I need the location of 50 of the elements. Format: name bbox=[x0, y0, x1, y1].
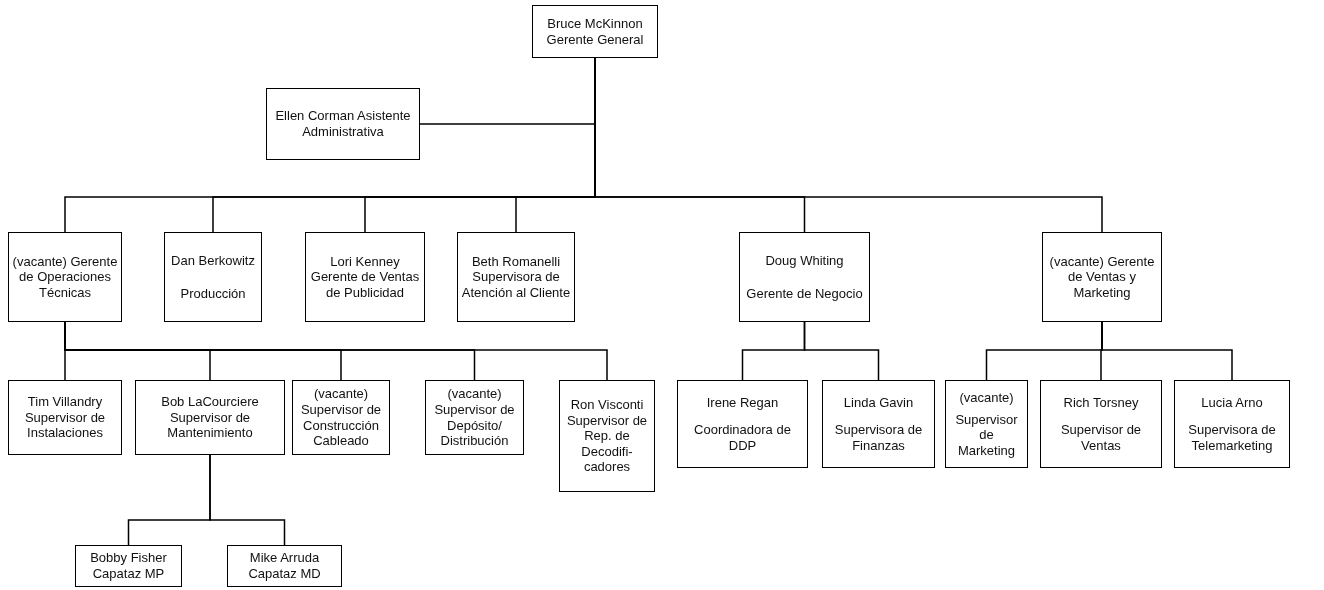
org-box bbox=[1040, 380, 1162, 468]
box-text: Mike Arruda Capataz MD bbox=[247, 550, 322, 582]
box-text: Lori Kenney Gerente de Ventas de Publicidad bbox=[309, 253, 421, 301]
box-text: Supervisor de Marketing bbox=[954, 411, 1019, 459]
box-text: (vacante) Gerente de Ventas y Marketing bbox=[1048, 253, 1156, 301]
box-text: Doug Whiting bbox=[765, 252, 844, 269]
org-box bbox=[164, 232, 262, 322]
box-text: Bob LaCourciere Supervisor de Mantenimiento bbox=[160, 394, 260, 441]
org-box bbox=[425, 380, 524, 455]
box-text: Gerente de Negocio bbox=[746, 285, 863, 302]
box-text: Rich Torsney bbox=[1063, 394, 1139, 411]
box-text: Supervisor de Ventas bbox=[1059, 422, 1143, 454]
box-text: Linda Gavin bbox=[843, 394, 914, 411]
box-text: Tim Villandry Supervisor de Instalaciones bbox=[23, 394, 107, 441]
box-text: Bruce McKinnon Gerente General bbox=[545, 15, 645, 48]
org-box bbox=[677, 380, 808, 468]
org-box bbox=[75, 545, 182, 587]
org-box bbox=[305, 232, 425, 322]
box-text: (vacante) Supervisor de Construcción Cableado bbox=[299, 386, 383, 449]
box-text: Ellen Corman Asistente Administrativa bbox=[274, 108, 412, 140]
box-text: (vacante) bbox=[959, 389, 1014, 406]
org-box bbox=[1174, 380, 1290, 468]
org-box bbox=[945, 380, 1028, 468]
box-text: Ron Visconti Supervisor de Rep. de Decodifi- cadores bbox=[565, 397, 649, 475]
box-text: (vacante) Gerente de Operaciones Técnicas bbox=[12, 253, 118, 301]
box-text: Irene Regan bbox=[706, 394, 779, 411]
org-box bbox=[532, 5, 658, 58]
box-text: Supervisora de Telemarketing bbox=[1187, 422, 1277, 454]
connector-line bbox=[209, 454, 286, 546]
org-box bbox=[457, 232, 575, 322]
org-box bbox=[559, 380, 655, 492]
connector-line bbox=[1101, 321, 1233, 381]
org-box bbox=[292, 380, 390, 455]
box-text: Lucia Arno bbox=[1201, 394, 1263, 411]
connector-line bbox=[803, 321, 880, 381]
org-box bbox=[8, 232, 122, 322]
org-box bbox=[8, 380, 122, 455]
box-text: Beth Romanelli Supervisora de Atención al Cliente bbox=[461, 253, 571, 301]
box-text: Bobby Fisher Capataz MP bbox=[89, 550, 168, 582]
org-box bbox=[135, 380, 285, 455]
org-box bbox=[266, 88, 420, 160]
box-text: Supervisora de Finanzas bbox=[833, 422, 924, 454]
org-box bbox=[739, 232, 870, 322]
org-box bbox=[227, 545, 342, 587]
org-box bbox=[822, 380, 935, 468]
box-text: Dan Berkowitz bbox=[171, 252, 255, 269]
org-box bbox=[1042, 232, 1162, 322]
box-text: (vacante) Supervisor de Depósito/ Distribución bbox=[433, 386, 516, 449]
box-text: Coordinadora de DDP bbox=[693, 422, 792, 454]
box-text: Producción bbox=[180, 285, 246, 302]
